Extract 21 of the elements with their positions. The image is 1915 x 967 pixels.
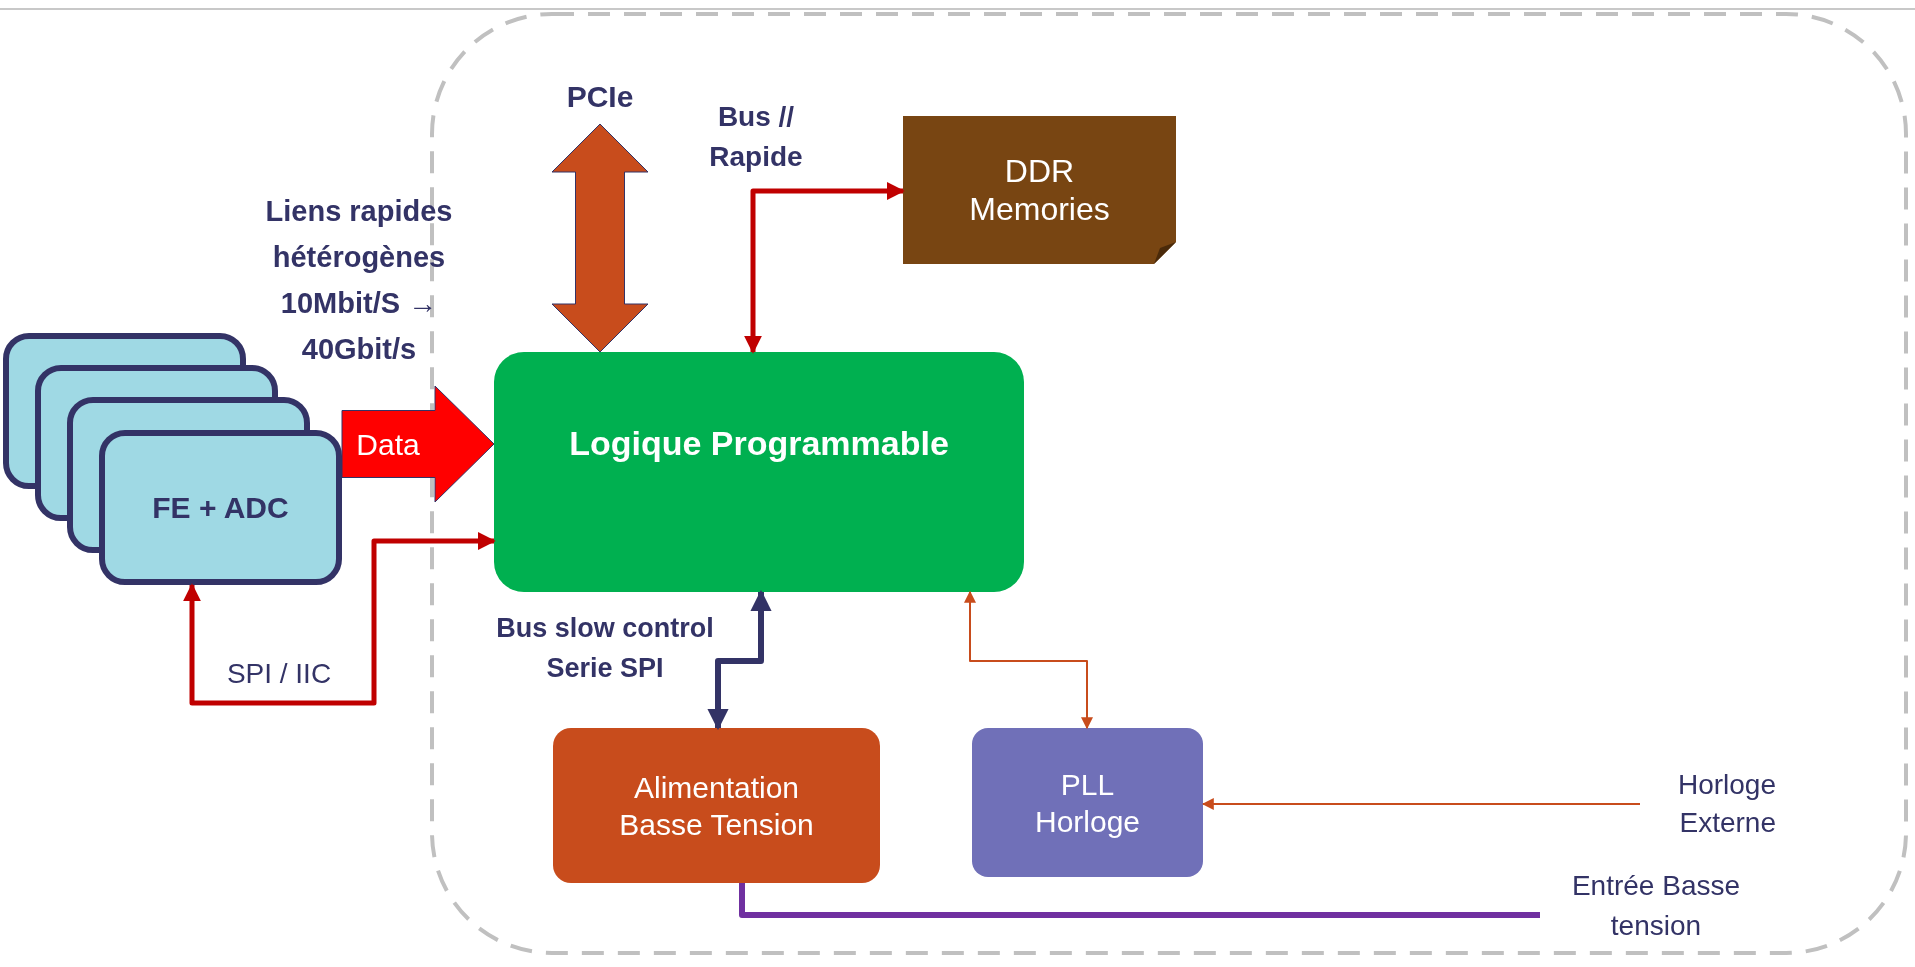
input-label: Entrée Basse tension (1540, 866, 1772, 952)
connector-arrow (964, 590, 1093, 730)
power-box: Alimentation Basse Tension (553, 728, 880, 883)
edge-label: Bus // Rapide (708, 100, 804, 174)
clock-box: PLL Horloge (972, 728, 1203, 877)
input-label: Horloge Externe (1640, 766, 1776, 846)
note-text: Liens rapides hétérogènes 10Mbit/S → 40Gbit/s (264, 194, 454, 367)
block-arrow (341, 385, 495, 503)
connector-arrow (1201, 798, 1641, 810)
logic-box: Logique Programmable (494, 352, 1024, 592)
edge-label: SPI / IIC (225, 657, 333, 691)
connector-arrow (744, 182, 905, 354)
memory-box: DDR Memories (903, 116, 1176, 264)
bus-label: PCIe (550, 74, 650, 124)
connector-arrow (183, 532, 496, 706)
connector-line (739, 883, 1540, 918)
edge-label: Bus slow control Serie SPI (495, 612, 715, 685)
connector-arrow (707, 589, 772, 731)
double-block-arrow (551, 123, 649, 353)
card-box: FE + ADC (99, 430, 342, 585)
edge-label: Data (355, 426, 421, 463)
